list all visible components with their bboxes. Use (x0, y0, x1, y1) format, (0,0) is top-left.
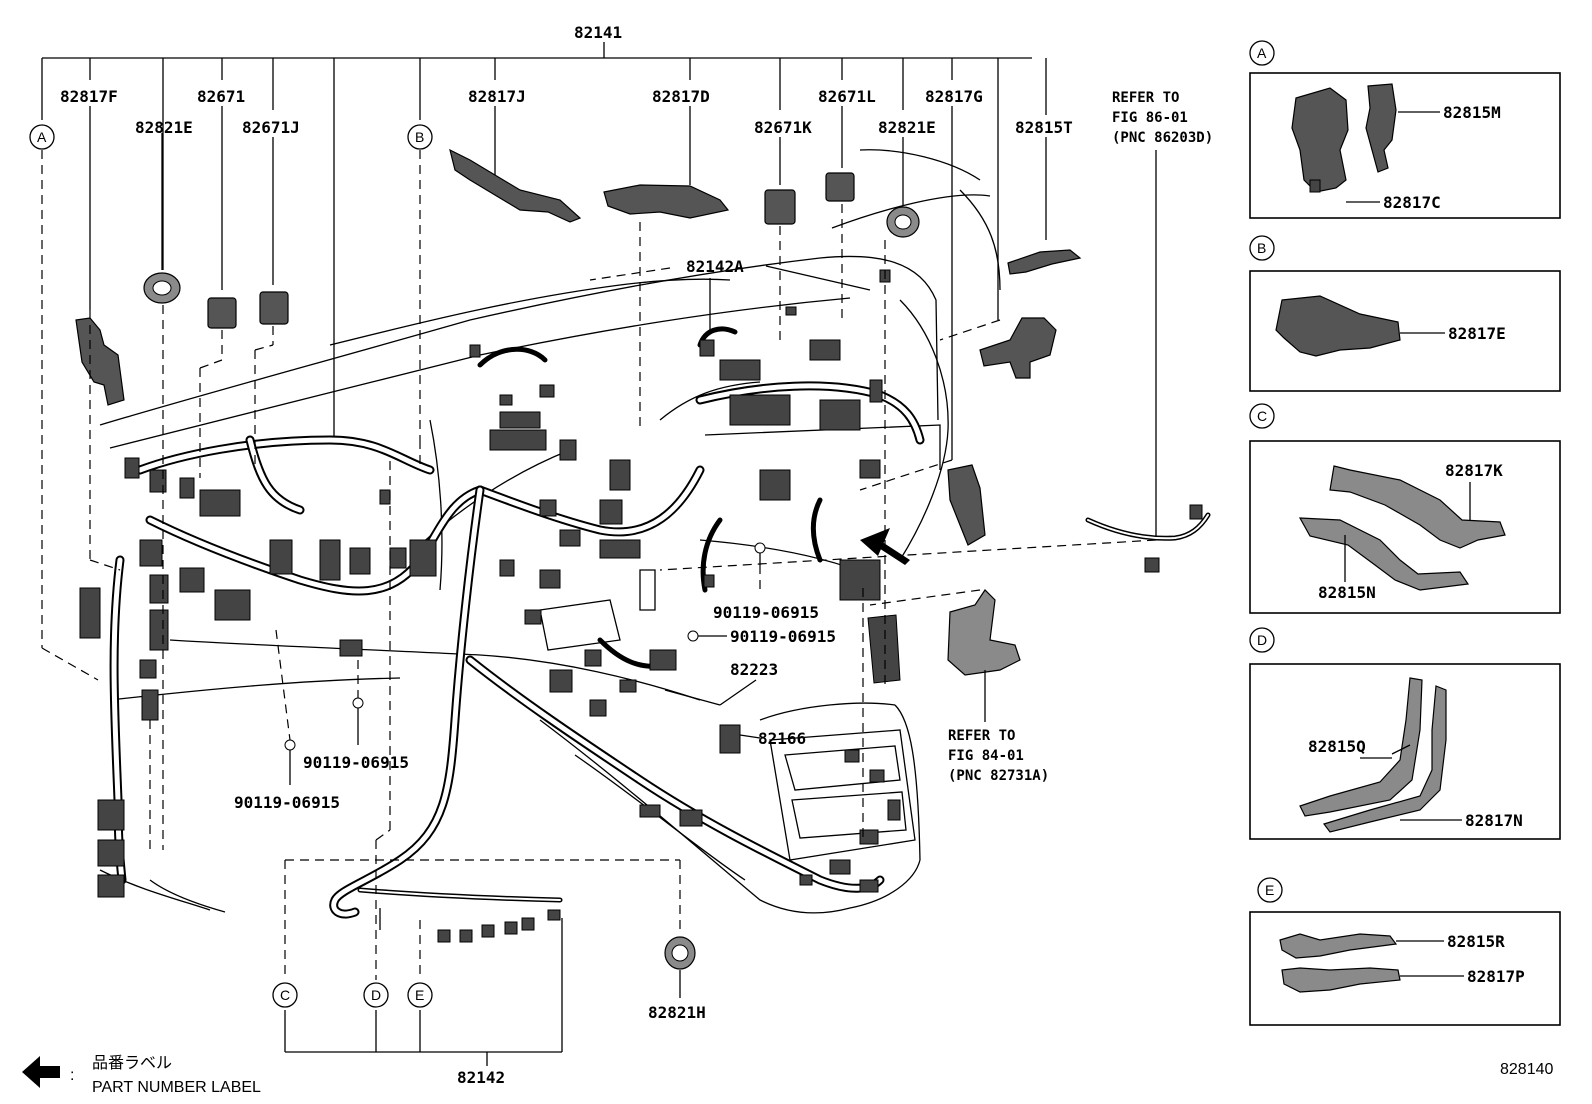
part-label-82821E-left[interactable]: 82821E (135, 118, 193, 137)
inset-D: D 82815Q 82817N (1249, 627, 1561, 840)
part-label-82671L[interactable]: 82671L (818, 87, 876, 106)
inset-D-tag: D (1257, 632, 1267, 648)
harness-connectors (79, 269, 1203, 943)
inset-part-label-82817P[interactable]: 82817P (1467, 967, 1525, 986)
inset-B-tag: B (1257, 240, 1266, 256)
part-label-82141[interactable]: 82141 (574, 23, 622, 42)
part-label-82821H[interactable]: 82821H (648, 1003, 706, 1022)
part-label-82223[interactable]: 82223 (730, 660, 778, 679)
svg-text:FIG 84-01: FIG 84-01 (948, 748, 1024, 764)
inset-A-tag: A (1257, 45, 1267, 61)
inset-part-label-82815M[interactable]: 82815M (1443, 103, 1501, 122)
part-82817J-graphic (449, 148, 582, 223)
legend-english: PART NUMBER LABEL (92, 1079, 261, 1096)
inset-E: E 82815R 82817P (1249, 877, 1561, 1026)
part-82671-graphic (207, 297, 237, 329)
inset-C-tag: C (1257, 408, 1267, 424)
inset-part-label-82817E[interactable]: 82817E (1448, 324, 1506, 343)
svg-text:REFER TO: REFER TO (948, 728, 1015, 744)
part-82817F-graphic (75, 317, 125, 406)
inset-part-label-82817N[interactable]: 82817N (1465, 811, 1523, 830)
part-label-82817G[interactable]: 82817G (925, 87, 983, 106)
inset-E-tag: E (1265, 882, 1274, 898)
part-label-82142A[interactable]: 82142A (686, 257, 744, 276)
part-label-82671[interactable]: 82671 (197, 87, 245, 106)
callout-D-bottom[interactable]: D (363, 982, 389, 1008)
inset-part-label-82815Q[interactable]: 82815Q (1308, 737, 1366, 756)
svg-text:(PNC 82731A): (PNC 82731A) (948, 768, 1049, 784)
part-label-82166[interactable]: 82166 (758, 729, 806, 748)
part-82817G-graphic (947, 464, 986, 546)
part-82671L-graphic (825, 172, 855, 202)
svg-text:B: B (415, 129, 424, 145)
part-number-label-arrow-icon (22, 1056, 60, 1088)
part-label-82671K[interactable]: 82671K (754, 118, 812, 137)
reference-note-fig-84-01: REFER TO FIG 84-01 (PNC 82731A) (948, 670, 1049, 784)
svg-text:(PNC 86203D): (PNC 86203D) (1112, 130, 1213, 146)
main-part-bracket: 82141 (41, 23, 1047, 440)
diagram-code: 828140 (1500, 1061, 1553, 1078)
inset-B: B 82817E (1249, 235, 1561, 392)
legend: : 品番ラベル PART NUMBER LABEL (22, 1054, 261, 1096)
part-82815T-bracket-graphic (979, 317, 1057, 379)
svg-text:E: E (415, 987, 424, 1003)
callout-B-top[interactable]: B (407, 124, 433, 150)
part-label-82671J[interactable]: 82671J (242, 118, 300, 137)
part-82671K-graphic (764, 189, 796, 225)
part-label-bolt-2[interactable]: 90119-06915 (730, 627, 836, 646)
part-label-82817J[interactable]: 82817J (468, 87, 526, 106)
part-label-82817D[interactable]: 82817D (652, 87, 710, 106)
part-label-bolt-3[interactable]: 90119-06915 (303, 753, 409, 772)
bottom-bracket-82142: 82142 82821H (284, 460, 706, 1087)
part-82671J-graphic (259, 291, 289, 325)
callout-C-bottom[interactable]: C (272, 982, 298, 1008)
svg-text:REFER TO: REFER TO (1112, 90, 1179, 106)
svg-text:A: A (37, 129, 47, 145)
reference-note-fig-86-01: REFER TO FIG 86-01 (PNC 86203D) (1112, 90, 1213, 538)
legend-japanese: 品番ラベル (92, 1054, 172, 1072)
part-label-bolt-4[interactable]: 90119-06915 (234, 793, 340, 812)
bolt-callouts: 90119-06915 90119-06915 90119-06915 9011… (234, 542, 836, 812)
part-82817D-graphic (603, 184, 730, 219)
main-wire-harness[interactable] (109, 326, 1211, 919)
inset-part-label-82815R[interactable]: 82815R (1447, 932, 1505, 951)
callout-E-bottom[interactable]: E (407, 982, 433, 1008)
inset-part-label-82817K[interactable]: 82817K (1445, 461, 1503, 480)
callout-A-top[interactable]: A (29, 124, 55, 150)
module-82731A-graphic (947, 589, 1021, 676)
inset-A-tag-circle (1249, 40, 1275, 66)
svg-text:C: C (280, 987, 290, 1003)
part-82815T-graphic (1007, 249, 1082, 275)
part-label-82142[interactable]: 82142 (457, 1068, 505, 1087)
inset-part-label-82815N[interactable]: 82815N (1318, 583, 1376, 602)
part-label-82817F[interactable]: 82817F (60, 87, 118, 106)
parts-graphics (75, 148, 1082, 970)
svg-text:D: D (371, 987, 381, 1003)
inset-C: C 82817K 82815N (1249, 403, 1561, 614)
part-label-82815T[interactable]: 82815T (1015, 118, 1073, 137)
inset-part-label-82817C[interactable]: 82817C (1383, 193, 1441, 212)
svg-text:FIG 86-01: FIG 86-01 (1112, 110, 1188, 126)
svg-text::: : (70, 1067, 74, 1084)
part-label-82821E-right[interactable]: 82821E (878, 118, 936, 137)
part-label-bolt-1[interactable]: 90119-06915 (713, 603, 819, 622)
inset-A: A 82815M 82817C (1249, 40, 1561, 219)
